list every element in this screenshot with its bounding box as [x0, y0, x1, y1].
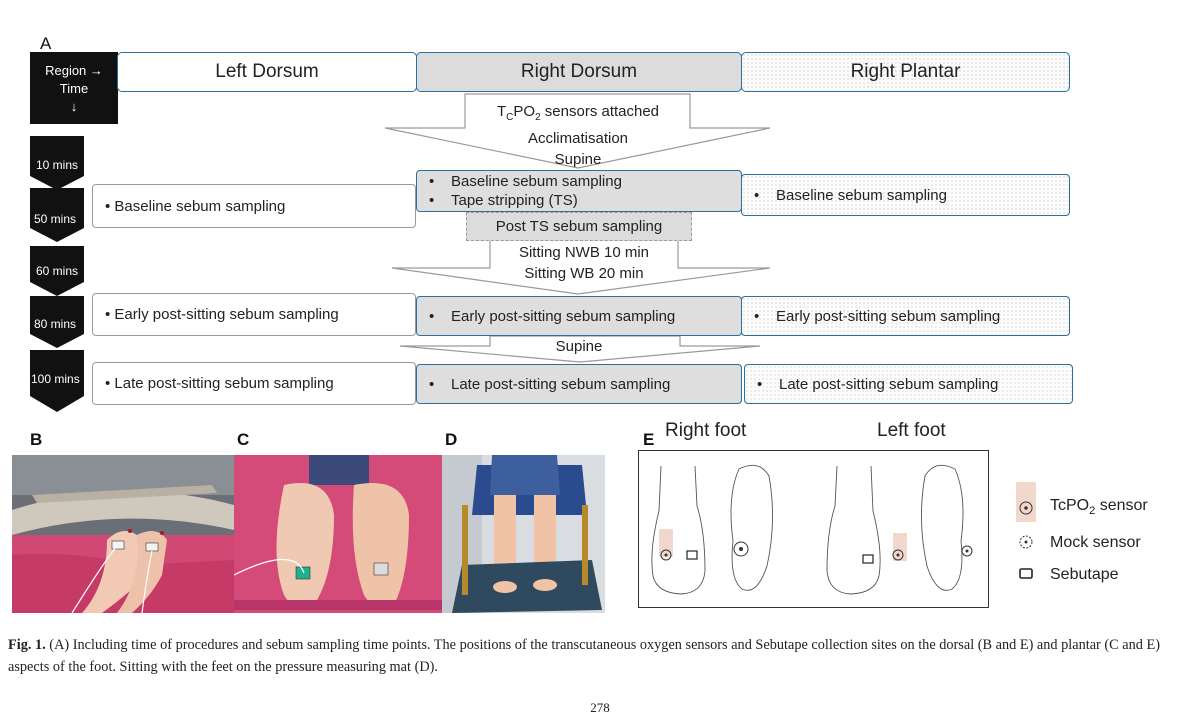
right-foot-dorsal	[651, 465, 706, 595]
arrow2-text: Sitting NWB 10 min Sitting WB 20 min	[486, 242, 682, 284]
right-foot-plantar	[730, 464, 773, 591]
supine-label-1: Supine	[554, 151, 602, 168]
sitting-nwb-label: Sitting NWB 10 min	[518, 244, 650, 261]
mid-tape-stripping-line: •Tape stripping (TS)	[429, 192, 578, 209]
chevron-100	[30, 350, 84, 412]
photo-c-plantar-feet	[234, 455, 442, 613]
legend-mock-icon	[1019, 535, 1033, 549]
photo-b-dorsal-feet	[12, 455, 234, 613]
sensor-right-dorsal-icon	[660, 549, 672, 561]
acclimatisation-label: Acclimatisation	[527, 130, 629, 147]
panel-label-e: E	[643, 430, 655, 449]
panel-label-a: A	[40, 34, 52, 53]
arrow-sitting	[391, 239, 771, 295]
region-time-box	[30, 52, 118, 124]
left-foot-plantar	[921, 464, 964, 591]
left-foot-dorsal	[826, 465, 881, 595]
right-foot-label: Right foot	[665, 420, 747, 441]
foot-outlines	[651, 464, 973, 595]
arrow1-text: TCPO2 sensors attached Acclimatisation S…	[455, 101, 701, 170]
legend-sensor-icon	[1019, 501, 1033, 515]
chevron-80	[30, 296, 84, 348]
header-left-dorsum: Left Dorsum	[117, 52, 417, 92]
mock-sensor-right-icon	[733, 541, 749, 557]
caption-text: (A) Including time of procedures and seb…	[8, 637, 1160, 675]
time-100: 100 mins	[31, 372, 80, 386]
arrow-supine	[399, 335, 761, 363]
sitting-wb-label: Sitting WB 20 min	[524, 265, 644, 282]
sensor-left-dorsal-icon	[892, 549, 904, 561]
panel-e-foot-diagram	[638, 450, 989, 608]
legend-tape-icon	[1019, 568, 1033, 579]
flow-diagram-shapes	[30, 52, 771, 412]
chevron-60	[30, 246, 84, 296]
region-time-label: Region → Time ↓	[30, 62, 118, 116]
time-80: 80 mins	[34, 317, 77, 331]
mid-baseline-box: •Baseline sebum sampling •Tape stripping…	[416, 170, 742, 212]
legend-sensor-label: TcPO2 sensor	[1050, 497, 1148, 518]
chevron-10	[30, 136, 84, 190]
header-right-dorsum: Right Dorsum	[416, 52, 742, 92]
photo-d-pressure-mat	[442, 455, 605, 613]
chevron-50	[30, 188, 84, 242]
sebutape-right-icon	[686, 550, 698, 560]
legend-tape-label: Sebutape	[1050, 566, 1119, 583]
legend-mock-label: Mock sensor	[1050, 534, 1141, 551]
page-number: 278	[590, 700, 610, 715]
legend-icons	[1016, 482, 1036, 579]
right-late-box: •Late post-sitting sebum sampling	[744, 364, 1073, 404]
panel-label-d: D	[445, 430, 458, 449]
down-arrow-icon: ↓	[70, 99, 78, 114]
caption-label: Fig. 1.	[8, 637, 46, 653]
time-label: Time	[59, 81, 89, 96]
sensor-left-plantar-icon	[961, 545, 973, 557]
mid-late-box: •Late post-sitting sebum sampling	[416, 364, 742, 404]
time-10: 10 mins	[36, 158, 79, 172]
panel-label-c: C	[237, 430, 250, 449]
time-50: 50 mins	[34, 212, 77, 226]
mid-early-box: •Early post-sitting sebum sampling	[416, 296, 742, 336]
supine-label-2: Supine	[555, 338, 603, 355]
left-late-box: • Late post-sitting sebum sampling	[92, 362, 416, 405]
time-chevrons	[30, 136, 84, 412]
region-label: Region →	[45, 63, 103, 78]
mid-baseline-line: •Baseline sebum sampling	[429, 173, 622, 190]
header-right-plantar: Right Plantar	[741, 52, 1070, 92]
left-early-box: • Early post-sitting sebum sampling	[92, 293, 416, 336]
time-60: 60 mins	[36, 264, 79, 278]
panel-label-b: B	[30, 430, 43, 449]
right-early-box: •Early post-sitting sebum sampling	[741, 296, 1070, 336]
left-foot-label: Left foot	[877, 420, 946, 441]
post-ts-sampling-box: Post TS sebum sampling	[466, 212, 692, 241]
sensors-attached-label: TCPO2 sensors attached	[496, 103, 660, 123]
right-baseline-box: •Baseline sebum sampling	[741, 174, 1070, 216]
figure-caption: Fig. 1. (A) Including time of procedures…	[8, 634, 1188, 678]
sebutape-left-icon	[862, 554, 874, 564]
left-baseline-box: • Baseline sebum sampling	[92, 184, 416, 228]
arrow-acclimatisation	[384, 93, 771, 169]
